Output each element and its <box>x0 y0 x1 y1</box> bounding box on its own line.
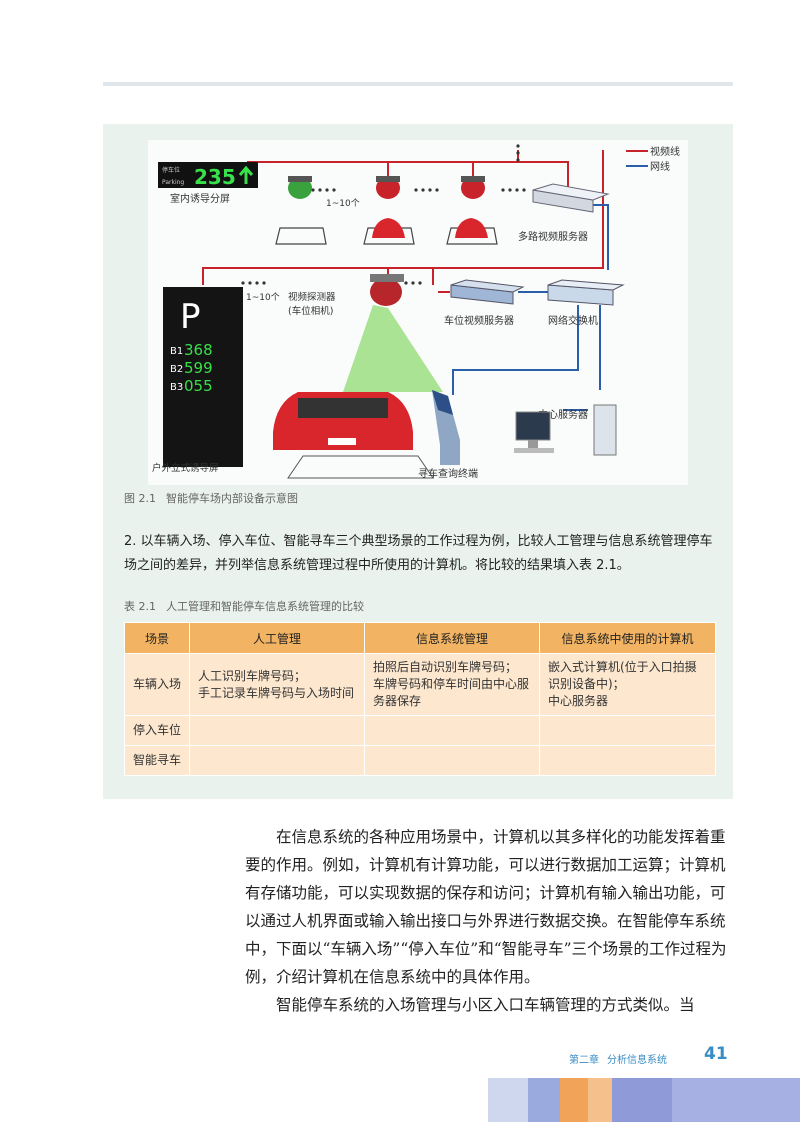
outdoor-v2: 599 <box>184 359 213 377</box>
table-caption: 表 2.1 人工管理和智能停车信息系统管理的比较 <box>124 598 374 614</box>
sign-number: 235 <box>194 165 236 189</box>
legend: 视频线 网线 <box>626 145 680 173</box>
system-cell <box>364 715 540 746</box>
outdoor-k1: B1 <box>170 346 183 357</box>
table-row: 智能寻车 <box>124 745 716 776</box>
legend-net: 网线 <box>650 160 670 173</box>
header-manual: 人工管理 <box>189 622 365 654</box>
outdoor-p: P <box>180 297 201 337</box>
decorative-stripes <box>488 1078 800 1122</box>
multi-server-label: 多路视频服务器 <box>518 230 588 243</box>
table-number: 表 2.1 <box>124 600 156 613</box>
header-scene: 场景 <box>124 622 190 654</box>
table-row: 停入车位 <box>124 715 716 746</box>
indoor-guidance-sign: 停车位 Parking 235 室内诱导分屏 <box>158 162 258 205</box>
system-line: 拍照后自动识别车牌号码； <box>373 660 518 674</box>
ellipsis-dots <box>241 144 526 285</box>
system-cell <box>364 745 540 776</box>
figure-number: 图 2.1 <box>124 492 156 505</box>
system-line: 车牌号码和停车时间由中心服务器保存 <box>373 677 530 708</box>
parking-diagram: 视频线 网线 停车位 Parking 235 室内诱 <box>148 140 688 485</box>
manual-line: 人工识别车牌号码； <box>198 668 307 683</box>
probe-camera-icon <box>343 274 443 392</box>
header-rule <box>103 82 733 86</box>
computers-line: 嵌入式计算机(位于入口拍摄识别设备中)； <box>548 660 697 691</box>
video-lines <box>202 150 604 293</box>
multi-video-server-icon <box>532 183 610 213</box>
computers-cell: 嵌入式计算机(位于入口拍摄识别设备中)； 中心服务器 <box>539 653 716 716</box>
outdoor-k2: B2 <box>170 364 183 375</box>
page-number: 41 <box>704 1044 728 1064</box>
car-icon <box>273 392 434 479</box>
slot-video-server-icon <box>450 279 525 305</box>
kiosk-label: 寻车查询终端 <box>418 467 478 480</box>
outdoor-v1: 368 <box>184 341 213 359</box>
manual-cell: 人工识别车牌号码； 手工记录车牌号码与入场时间 <box>189 653 365 716</box>
manual-line: 手工记录车牌号码与入场时间 <box>198 685 355 700</box>
manual-cell <box>189 715 365 746</box>
paragraph: 智能停车系统的入场管理与小区入口车辆管理的方式类似。当 <box>276 996 695 1014</box>
outdoor-guidance-sign: P B1 368 B2 599 B3 055 户外立式诱导屏 <box>152 287 243 474</box>
network-switch-icon <box>547 279 625 306</box>
count-label-top: 1~10个 <box>326 198 360 209</box>
outdoor-k3: B3 <box>170 382 183 393</box>
system-cell: 拍照后自动识别车牌号码； 车牌号码和停车时间由中心服务器保存 <box>364 653 540 716</box>
computers-cell <box>539 715 716 746</box>
footer-chapter: 第二章分析信息系统 <box>569 1051 675 1066</box>
header-computers: 信息系统中使用的计算机 <box>539 622 716 654</box>
table-row: 车辆入场 人工识别车牌号码； 手工记录车牌号码与入场时间 拍照后自动识别车牌号码；… <box>124 653 716 716</box>
table-header-row: 场景 人工管理 信息系统管理 信息系统中使用的计算机 <box>124 622 716 654</box>
figure-caption: 图 2.1 智能停车场内部设备示意图 <box>124 490 308 506</box>
parking-spaces-top <box>275 218 498 245</box>
scene-cell: 车辆入场 <box>124 653 190 716</box>
arrow-up-icon <box>238 165 254 184</box>
paragraph: 在信息系统的各种应用场景中，计算机以其多样化的功能发挥着重要的作用。例如，计算机… <box>245 828 727 986</box>
computers-line: 中心服务器 <box>548 694 609 708</box>
outdoor-label: 户外立式诱导屏 <box>152 462 219 474</box>
scene-cell: 智能寻车 <box>124 745 190 776</box>
switch-label: 网络交换机 <box>548 314 598 327</box>
header-system: 信息系统管理 <box>364 622 540 654</box>
computer-icon <box>514 404 617 456</box>
sign-small-2: Parking <box>162 179 184 186</box>
chapter-title: 分析信息系统 <box>607 1055 667 1066</box>
figure-caption-text: 智能停车场内部设备示意图 <box>166 492 298 505</box>
legend-video: 视频线 <box>650 145 680 158</box>
activity-task: 2. 以车辆入场、停入车位、智能寻车三个典型场景的工作过程为例，比较人工管理与信… <box>124 534 713 573</box>
sign-label: 室内诱导分屏 <box>170 192 230 205</box>
probe-label-1: 视频探测器 <box>288 291 336 303</box>
sign-small-1: 停车位 <box>162 166 180 174</box>
computers-cell <box>539 745 716 776</box>
kiosk-icon <box>432 390 460 465</box>
comparison-table: 场景 人工管理 信息系统管理 信息系统中使用的计算机 车辆入场 人工识别车牌号码… <box>124 622 716 776</box>
body-text: 在信息系统的各种应用场景中，计算机以其多样化的功能发挥着重要的作用。例如，计算机… <box>245 823 737 1019</box>
slot-server-label: 车位视频服务器 <box>444 314 514 327</box>
count-label-mid: 1~10个 <box>246 292 280 303</box>
scene-cell: 停入车位 <box>124 715 190 746</box>
table-caption-text: 人工管理和智能停车信息系统管理的比较 <box>166 600 364 613</box>
chapter-number: 第二章 <box>569 1055 599 1066</box>
outdoor-v3: 055 <box>184 377 213 395</box>
camera-icons-top <box>288 176 485 199</box>
probe-label-2: (车位相机) <box>288 305 333 317</box>
manual-cell <box>189 745 365 776</box>
